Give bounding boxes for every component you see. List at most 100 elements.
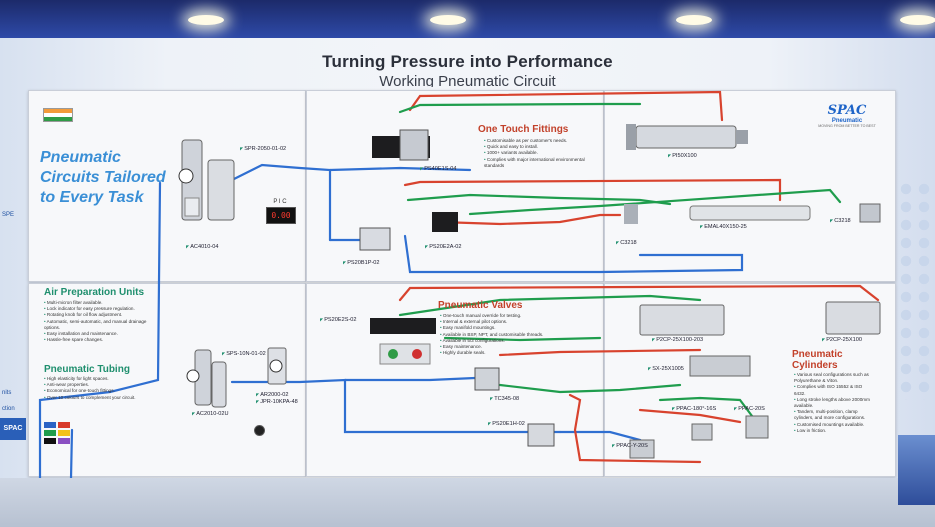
list-item: Over 10 colours to complement your circu… — [44, 395, 159, 401]
part-label: TC345-08 — [490, 396, 519, 402]
page-subtitle: Working Pneumatic Circuit — [379, 73, 556, 87]
part-label: PPAC-20S — [734, 406, 765, 412]
ceiling-light — [676, 15, 712, 25]
list-item: Easy installation and maintenance. — [44, 331, 159, 337]
list-item: Automatic, semi-automatic, and manual dr… — [44, 319, 159, 331]
list-item: Multi-micron filter available. — [44, 300, 159, 306]
list-item: Customised mountings available. — [794, 422, 874, 428]
part-label: PS20E1H-02 — [488, 421, 525, 427]
list-item: Tandem, multi-position, clamp cylinders,… — [794, 409, 874, 421]
red-tube — [638, 408, 742, 424]
ceiling-banner — [0, 0, 935, 38]
list-item: 1000+ variants available. — [484, 150, 594, 156]
part-label: PS40E1S-04 — [420, 166, 456, 172]
solenoid-valve — [370, 318, 555, 447]
red-tube — [398, 284, 880, 302]
red-tube — [408, 90, 724, 122]
blue-tube — [343, 376, 477, 382]
pressure-display: 0.00 — [266, 207, 296, 224]
part-label: SPR-2050-01-02 — [240, 146, 286, 152]
green-tube — [398, 294, 702, 317]
list-item: Customisable as per customer's needs. — [484, 138, 594, 144]
blue-tube — [224, 163, 332, 242]
red-tube — [438, 213, 622, 226]
part-label: PPAC-180°-16S — [672, 406, 716, 412]
side-text: SPE — [2, 212, 15, 218]
part-label: AC4010-04 — [186, 244, 218, 250]
section-tubing-title: Pneumatic Tubing — [44, 364, 130, 375]
section-air-prep-title: Air Preparation Units — [44, 287, 145, 298]
page-title: Turning Pressure into Performance — [322, 52, 613, 71]
part-label: P2CP-25X100-203 — [652, 337, 703, 343]
red-tube — [403, 178, 782, 202]
air-filter-unit — [178, 139, 235, 221]
green-tube — [498, 383, 682, 394]
board-panel — [604, 90, 896, 282]
green-tube — [406, 193, 672, 206]
list-item: Available in BSP, NPT, and customisable … — [440, 332, 560, 338]
list-item: Available in 5/3 configurations. — [440, 338, 560, 344]
ceiling-light — [188, 15, 224, 25]
part-label: JPR-10KPA-48 — [256, 399, 298, 405]
hexagon-pattern — [897, 180, 933, 400]
list-item: Easy maintenance. — [440, 344, 560, 350]
side-text: ction — [2, 406, 15, 412]
pneumatic-cylinder — [626, 124, 748, 150]
spac-side-sign: SPAC — [0, 418, 26, 440]
list-item: Highly durable seals. — [440, 350, 560, 356]
section-valves-title: Pneumatic Valves — [438, 300, 523, 311]
floor — [0, 478, 935, 527]
list-item: Low in friction. — [794, 428, 874, 434]
section-fittings-list: Customisable as per customer's needs. Qu… — [484, 138, 594, 169]
list-item: Hassle-free spare changes. — [44, 337, 159, 343]
tube-color-swatches — [44, 422, 70, 444]
pneumatic-cylinder — [624, 203, 881, 224]
air-regulator-unit — [186, 347, 287, 408]
blue-tube — [403, 234, 744, 274]
brand-tagline: MOVING FROM BETTER TO BEST — [818, 124, 876, 128]
section-air-prep-list: Multi-micron filter available. Lock indi… — [44, 300, 159, 343]
blue-tube — [38, 181, 162, 527]
ceiling-light — [430, 15, 466, 25]
list-item: Economical for one-touch fittings. — [44, 388, 159, 394]
board-panel — [28, 90, 306, 282]
part-label: PS20E2A-02 — [425, 244, 461, 250]
section-tubing-list: High elasticity for light spaces. Anti-w… — [44, 376, 159, 401]
part-label: PS20E2S-02 — [320, 317, 356, 323]
part-label: C3218 — [830, 218, 850, 224]
board-panel — [306, 90, 604, 282]
list-item: Lock indicator for easy pressure regulat… — [44, 306, 159, 312]
green-tube — [398, 102, 642, 114]
part-label: EMAL40X150-25 — [700, 224, 747, 230]
list-item: Complies with major international enviro… — [484, 157, 594, 169]
list-item: Long stroke lengths above 2000mm availab… — [794, 397, 874, 409]
part-label: AR2000-02 — [256, 392, 288, 398]
display-stand — [898, 435, 935, 505]
brand-logo: SPAC Pneumatic MOVING FROM BETTER TO BES… — [818, 103, 876, 128]
red-tube — [568, 393, 702, 464]
pressure-display-caption: P I C — [273, 199, 287, 205]
list-item: High elasticity for light spaces. — [44, 376, 159, 382]
part-label: AC2010-02U — [192, 411, 228, 417]
list-item: One-touch manual override for testing. — [440, 313, 560, 319]
part-label: C3218 — [616, 240, 636, 246]
section-fittings-title: One Touch Fittings — [478, 124, 569, 135]
part-label: PI50X100 — [668, 153, 697, 159]
part-label: PPAC-Y-20S — [612, 443, 648, 449]
list-item: Complies with ISO 15552 & ISO 6432. — [794, 384, 874, 396]
ceiling-light — [900, 15, 935, 25]
solenoid-valve — [359, 129, 458, 251]
panel-headline: Pneumatic Circuits Tailored to Every Tas… — [40, 149, 166, 206]
pneumatic-cylinder — [629, 301, 881, 459]
list-item: Easy manifold mountings. — [440, 325, 560, 331]
section-cylinders-list: Various seal configurations such as Poly… — [794, 372, 874, 434]
section-cylinders-title: Pneumatic Cylinders — [792, 349, 843, 371]
section-valves-list: One-touch manual override for testing. I… — [440, 313, 560, 356]
part-label: SPS-10N-01-02 — [222, 351, 266, 357]
list-item: Rotating knob for oil flow adjustment. — [44, 312, 159, 318]
list-item: Quick and easy to install. — [484, 144, 594, 150]
part-label: SX-25X1005 — [648, 366, 684, 372]
brand-sub: Pneumatic — [831, 118, 863, 124]
pressure-knob — [254, 425, 265, 436]
